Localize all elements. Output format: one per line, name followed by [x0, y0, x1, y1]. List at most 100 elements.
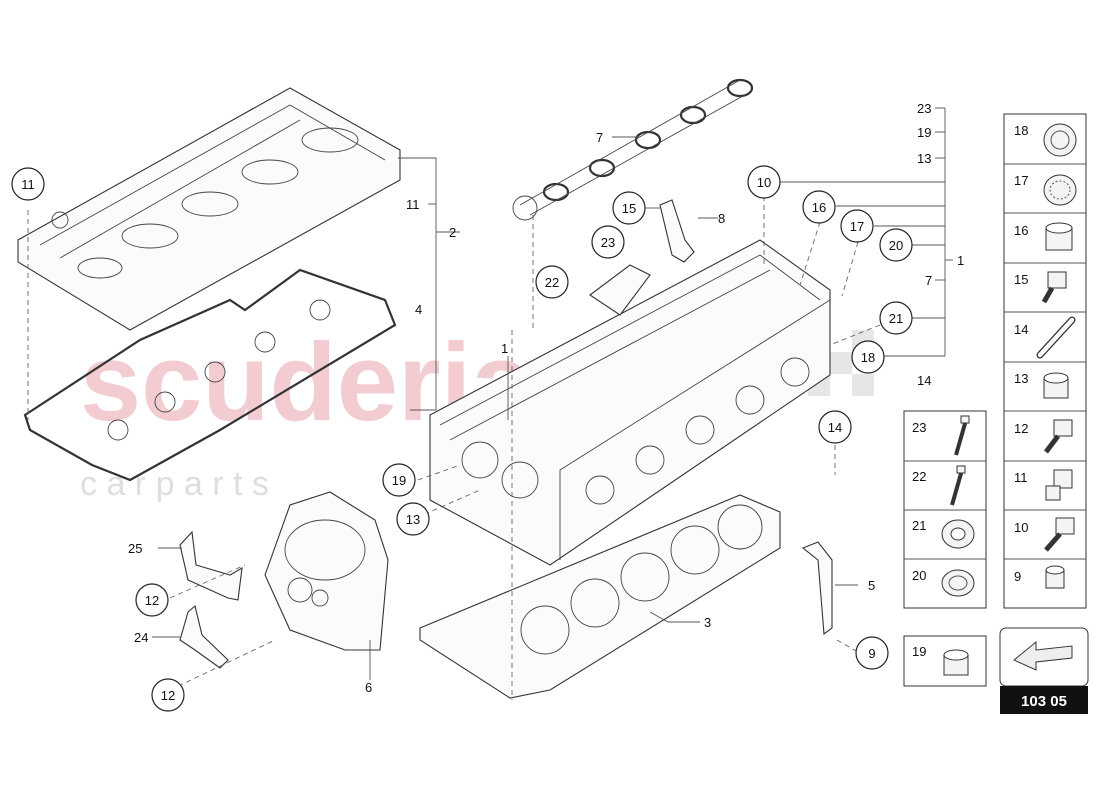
legend-item-14: 14: [1014, 316, 1076, 359]
bracket-part: [659, 199, 695, 263]
legend-item-9: 9: [1014, 565, 1065, 589]
callout-16: 16: [802, 190, 836, 224]
leader-lines: [27, 107, 953, 700]
bracket-24-part: [179, 604, 229, 669]
svg-text:20: 20: [912, 568, 926, 583]
svg-text:21: 21: [912, 518, 926, 533]
svg-text:9: 9: [1014, 569, 1021, 584]
callout-14: 14: [818, 410, 852, 444]
threaded-plug-icon: [1043, 174, 1077, 206]
svg-text:15: 15: [1014, 272, 1028, 287]
callout-19: 19: [382, 463, 416, 497]
svg-text:23: 23: [912, 420, 926, 435]
svg-text:23: 23: [601, 235, 615, 250]
hex-bolt-icon: [1044, 517, 1075, 552]
callout-21: 21: [879, 301, 913, 335]
legend-item-19: 19: [903, 635, 987, 687]
callout-17: 17: [840, 209, 874, 243]
svg-text:14: 14: [1014, 322, 1028, 337]
nut-icon: [1045, 565, 1065, 589]
pipe-5-part: [801, 541, 833, 636]
part-number-6: 6: [365, 680, 372, 695]
part-number-7: 7: [925, 273, 932, 288]
valve-cover-part: [17, 87, 401, 331]
svg-text:10: 10: [757, 175, 771, 190]
svg-text:16: 16: [812, 200, 826, 215]
legend-left-column: 23 22 21 20: [903, 410, 987, 609]
valve-cover-gasket-part: [23, 268, 397, 482]
svg-text:15: 15: [622, 201, 636, 216]
svg-text:22: 22: [912, 469, 926, 484]
svg-text:21: 21: [889, 311, 903, 326]
long-bolt-icon: [954, 415, 970, 456]
svg-text:18: 18: [1014, 123, 1028, 138]
part-number-19: 19: [917, 125, 931, 140]
svg-text:17: 17: [850, 219, 864, 234]
callout-10: 10: [747, 165, 781, 199]
dowel-pin-icon: [1036, 316, 1076, 359]
part-number-23: 23: [917, 101, 931, 116]
long-bolt-icon: [950, 465, 966, 506]
callout-12: 12: [151, 678, 185, 712]
legend-item-10: 10: [1014, 517, 1075, 552]
svg-text:19: 19: [392, 473, 406, 488]
cap-icon: [943, 649, 969, 676]
legend-item-22: 22: [912, 465, 966, 506]
callout-20: 20: [879, 228, 913, 262]
part-number-5: 5: [868, 578, 875, 593]
page-code-badge: 103 05: [1000, 686, 1088, 714]
seal-ring-icon: [1043, 123, 1077, 157]
svg-text:13: 13: [1014, 371, 1028, 386]
svg-text:18: 18: [861, 350, 875, 365]
previous-page-nav[interactable]: [999, 627, 1089, 687]
svg-text:9: 9: [868, 646, 875, 661]
legend-item-20: 20: [912, 568, 975, 597]
timing-cover-part: [264, 491, 389, 651]
screw-plug-icon: [1043, 372, 1069, 399]
part-number-4: 4: [415, 302, 422, 317]
part-number-13: 13: [917, 151, 931, 166]
svg-text:10: 10: [1014, 520, 1028, 535]
part-number-25: 25: [128, 541, 142, 556]
svg-text:19: 19: [912, 644, 926, 659]
head-gasket-part: [419, 494, 781, 699]
svg-text:12: 12: [1014, 421, 1028, 436]
legend-item-16: 16: [1014, 222, 1073, 251]
part-number-1: 1: [957, 253, 964, 268]
callout-9: 9: [855, 636, 889, 670]
legend-item-21: 21: [912, 518, 975, 549]
part-number-11: 11: [406, 197, 420, 212]
legend-item-13: 13: [1014, 371, 1069, 399]
part-numbers: 7 8 11 2 4 1 23 19 13 1 7 14 25 24 6 3 5: [128, 101, 964, 695]
callout-15: 15: [612, 191, 646, 225]
bushing-icon: [1045, 222, 1073, 251]
part-number-8: 8: [718, 211, 725, 226]
part-number-2: 2: [449, 225, 456, 240]
svg-text:11: 11: [21, 177, 35, 192]
svg-text:11: 11: [1014, 470, 1028, 485]
watermark-sub: c a r p a r t s: [80, 465, 269, 503]
bracket-25-part: [179, 530, 243, 601]
valve-fitting-icon: [1045, 469, 1073, 501]
legend-item-23: 23: [912, 415, 970, 456]
legend-item-18: 18: [1014, 123, 1077, 157]
callout-11: 11: [11, 167, 45, 201]
callout-23: 23: [591, 225, 625, 259]
cylinder-head-part: [429, 239, 831, 566]
svg-text:16: 16: [1014, 223, 1028, 238]
washer-icon: [941, 519, 975, 549]
legend-item-12: 12: [1014, 419, 1073, 454]
part-number-24: 24: [134, 630, 148, 645]
callout-22: 22: [535, 265, 569, 299]
callout-13: 13: [396, 502, 430, 536]
page-code: 103 05: [1021, 693, 1067, 710]
svg-text:12: 12: [145, 593, 159, 608]
svg-text:13: 13: [406, 512, 420, 527]
svg-text:12: 12: [161, 688, 175, 703]
part-number-14: 14: [917, 373, 931, 388]
callout-12: 12: [135, 583, 169, 617]
legend-item-17: 17: [1014, 173, 1077, 206]
part-number-3: 3: [704, 615, 711, 630]
svg-text:20: 20: [889, 238, 903, 253]
